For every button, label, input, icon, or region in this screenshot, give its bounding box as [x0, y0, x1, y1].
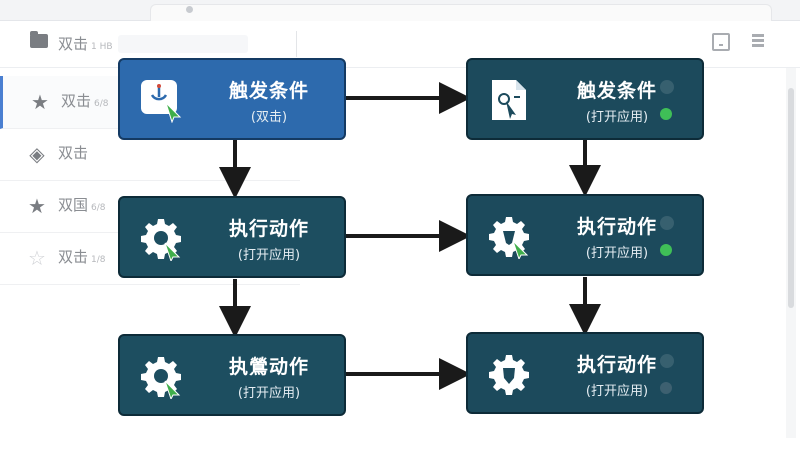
- touch-pointer-icon: [141, 80, 182, 123]
- node-title: 触发条件: [576, 80, 657, 102]
- node-subtitle: (打开应用): [585, 384, 649, 399]
- gear-pointer-icon: [141, 219, 181, 261]
- info-icon: [660, 354, 674, 368]
- star-icon: ★: [31, 90, 49, 114]
- node-subtitle: (双击): [250, 110, 288, 125]
- sidebar-item-label: 双击: [58, 144, 89, 162]
- node-subtitle: (打开应用): [585, 246, 649, 261]
- scrollbar-thumb[interactable]: [788, 88, 794, 308]
- node-subtitle: (打开应用): [237, 386, 301, 401]
- info-icon: [660, 216, 674, 230]
- toolbar-divider: [296, 31, 297, 57]
- info-icon: [660, 80, 674, 94]
- scrollbar[interactable]: [786, 68, 796, 438]
- gear-pointer-icon: [489, 217, 529, 259]
- flow-node-trigger-2[interactable]: 触发条件 (打开应用): [466, 58, 704, 140]
- browser-tab[interactable]: [150, 4, 772, 21]
- node-title: 执鶯动作: [228, 356, 309, 378]
- flow-node-action-2[interactable]: 执鶯动作 (打开应用): [118, 334, 346, 416]
- node-title: 执行动作: [228, 218, 309, 240]
- node-title: 执行动作: [576, 216, 657, 238]
- node-subtitle: (打开应用): [585, 110, 649, 125]
- flow-node-action-1[interactable]: 执行动作 (打开应用): [118, 196, 346, 278]
- box-icon: ◈: [29, 142, 45, 166]
- more-icon[interactable]: [752, 32, 764, 52]
- download-icon[interactable]: [712, 33, 730, 51]
- star-outline-icon: ☆: [28, 246, 46, 270]
- node-title: 触发条件: [228, 80, 309, 102]
- node-title: 执行动作: [576, 354, 657, 376]
- node-subtitle: (打开应用): [237, 248, 301, 263]
- gear-shield-icon: [489, 355, 529, 395]
- flow-node-action-3[interactable]: 执行动作 (打开应用): [466, 194, 704, 276]
- status-indicator-on: [660, 244, 672, 256]
- folder-count: 1 HB: [91, 42, 113, 52]
- gear-pointer-icon: [141, 357, 181, 399]
- search-input[interactable]: [118, 35, 248, 53]
- document-pointer-icon: [492, 80, 526, 120]
- status-indicator-off: [660, 382, 672, 394]
- title-bar: [0, 0, 800, 21]
- status-indicator-on: [660, 108, 672, 120]
- star-icon: ★: [28, 194, 46, 218]
- flow-node-trigger-1[interactable]: 触发条件 (双击): [118, 58, 346, 140]
- tab-icon: [186, 6, 193, 13]
- folder-icon: [30, 31, 48, 48]
- sidebar-item-2[interactable]: ◈ 双击: [0, 128, 300, 181]
- flow-node-action-4[interactable]: 执行动作 (打开应用): [466, 332, 704, 414]
- folder-title-label: 双击: [58, 35, 89, 53]
